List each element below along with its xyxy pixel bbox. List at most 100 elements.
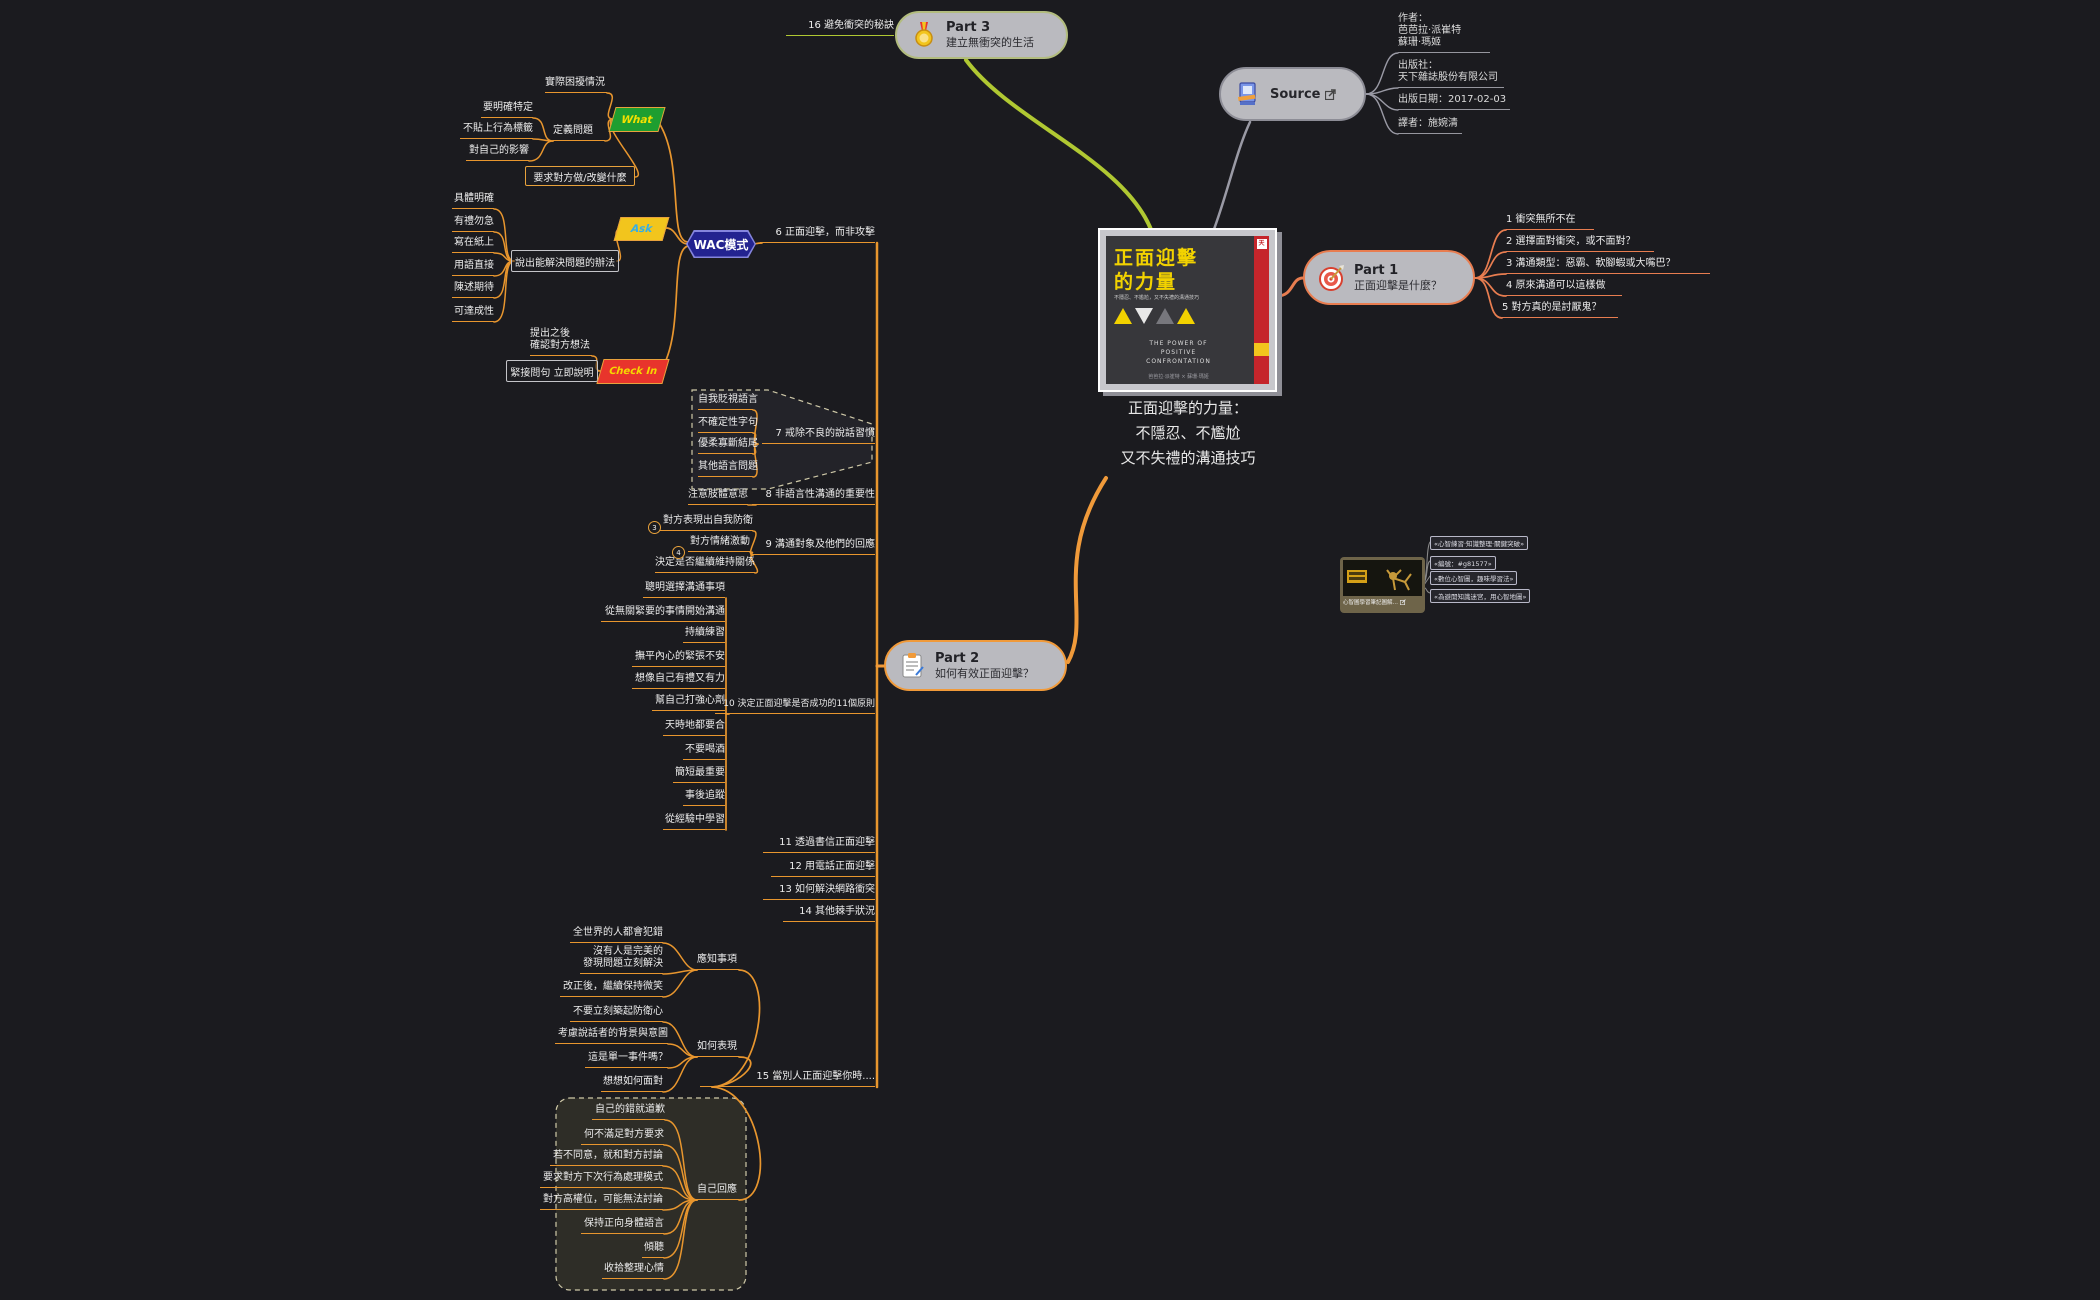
note-tag[interactable]: «編號：#g81577» <box>1430 556 1496 570</box>
wac-step-ask[interactable]: Ask <box>613 217 670 241</box>
map-node-c10[interactable]: 10 決定正面迎擊是否成功的11個原則 <box>715 698 875 714</box>
target-icon <box>1318 264 1346 292</box>
edge <box>1365 93 1399 111</box>
map-node-g8[interactable]: 收拾整理心情 <box>602 1263 664 1279</box>
map-node-c7[interactable]: 7 戒除不良的說話習慣 <box>762 428 875 444</box>
map-node-a6[interactable]: 可達成性 <box>452 306 494 322</box>
note-tag[interactable]: «為避開知識迷宮，用心智地圖» <box>1430 589 1531 603</box>
map-node-w22[interactable]: 不貼上行為標籤 <box>460 123 533 139</box>
map-node-k1[interactable]: 全世界的人都會犯錯 <box>570 927 663 943</box>
map-node-r3[interactable]: 決定是否繼續維持關係 <box>655 557 755 573</box>
map-node-p3c1[interactable]: 16 避免衝突的秘訣 <box>786 20 894 36</box>
map-node-k5[interactable]: 考慮說話者的背景與意圖 <box>555 1028 668 1044</box>
map-node-a3[interactable]: 寫在紙上 <box>452 237 494 253</box>
map-node-p1c5[interactable]: 5 對方真的是討厭鬼？ <box>1502 302 1618 318</box>
map-node-c14[interactable]: 14 其他棘手狀況 <box>783 906 875 922</box>
map-node-w2[interactable]: 定義問題 <box>553 125 605 141</box>
map-node-k2[interactable]: 沒有人是完美的 發現問題立刻解決 <box>580 946 663 974</box>
map-node-g1[interactable]: 自己的錯就道歉 <box>592 1104 665 1120</box>
map-node-g6[interactable]: 保持正向身體語言 <box>581 1218 664 1234</box>
map-node-src-author[interactable]: 作者： 芭芭拉·派崔特 蘇珊·瑪姬 <box>1398 13 1490 53</box>
map-node-g7[interactable]: 傾聽 <box>642 1242 664 1258</box>
map-node-t10[interactable]: 事後追蹤 <box>683 790 725 806</box>
map-node-g5[interactable]: 對方高權位，可能無法討論 <box>540 1194 663 1210</box>
map-node-c9[interactable]: 9 溝通對象及他們的回應 <box>752 539 875 555</box>
external-link-icon[interactable] <box>1325 88 1337 100</box>
map-node-ck2[interactable]: 緊接問句 立即說明 <box>506 360 598 382</box>
map-node-c12[interactable]: 12 用電話正面迎擊 <box>771 861 875 877</box>
map-node-g2[interactable]: 何不滿足對方要求 <box>581 1129 664 1145</box>
part3-label: Part 3 <box>946 20 991 35</box>
map-node-t9[interactable]: 簡短最重要 <box>673 767 725 783</box>
map-node-f3[interactable]: 優柔寡斷結尾 <box>698 438 758 454</box>
map-node-p1c3[interactable]: 3 溝通類型：惡霸、軟腳蝦或大嘴巴？ <box>1506 258 1710 274</box>
map-node-t6[interactable]: 幫自己打強心劑 <box>652 695 725 711</box>
map-node-k4[interactable]: 不要立刻築起防衛心 <box>570 1006 663 1022</box>
source-node[interactable]: Source <box>1219 67 1366 121</box>
map-node-a1[interactable]: 具體明確 <box>452 193 494 209</box>
wac-model-node[interactable]: WAC模式 <box>686 230 756 258</box>
map-node-t3[interactable]: 持續練習 <box>683 627 725 643</box>
map-node-t5[interactable]: 想像自己有禮又有力 <box>632 673 725 689</box>
map-node-t8[interactable]: 不要喝酒 <box>683 744 725 760</box>
map-node-t2[interactable]: 從無關緊要的事情開始溝通 <box>601 606 725 622</box>
note-tag[interactable]: «心智練習·知識整理·關鍵突破» <box>1430 536 1529 550</box>
map-node-g4[interactable]: 要求對方下次行為處理模式 <box>540 1172 663 1188</box>
map-node-f1[interactable]: 自我貶視語言 <box>698 394 758 410</box>
relation-marker-4[interactable]: 4 <box>672 546 685 559</box>
map-node-f2[interactable]: 不確定性字句 <box>698 417 758 433</box>
map-node-p1c2[interactable]: 2 選擇面對衝突，或不面對？ <box>1506 236 1654 252</box>
part1-subtitle: 正面迎擊是什麼？ <box>1354 278 1442 292</box>
map-node-t11[interactable]: 從經驗中學習 <box>663 814 725 830</box>
map-node-ck1[interactable]: 提出之後 確認對方想法 <box>530 328 592 356</box>
central-topic-title[interactable]: 正面迎擊的力量： 不隱忍、不尷尬 又不失禮的溝通技巧 <box>1120 399 1256 467</box>
relation-marker-3[interactable]: 3 <box>648 521 661 534</box>
map-node-a5[interactable]: 陳述期待 <box>452 282 494 298</box>
map-node-c6[interactable]: 6 正面迎擊，而非攻擊 <box>760 227 875 243</box>
map-node-k7[interactable]: 想想如何面對 <box>601 1076 663 1092</box>
map-node-src-pub[interactable]: 出版社： 天下雜誌股份有限公司 <box>1398 60 1504 88</box>
map-node-g3[interactable]: 若不同意，就和對方討論 <box>550 1150 663 1166</box>
map-node-w23[interactable]: 對自己的影響 <box>466 145 529 161</box>
edge <box>665 227 689 245</box>
book-card[interactable]: 正面迎擊 的力量 不隱忍、不尷尬，又不失禮的溝通技巧 THE POWER OF … <box>1098 228 1277 392</box>
map-node-w1[interactable]: 實際困擾情況 <box>545 77 607 93</box>
map-node-p1c1[interactable]: 1 衝突無所不在 <box>1506 214 1594 230</box>
note-thumbnail-card[interactable]: 心智圖學習筆記圖解… <box>1340 557 1425 613</box>
map-node-t4[interactable]: 撫平內心的緊張不安 <box>632 651 725 667</box>
part3-node[interactable]: Part 3 建立無衝突的生活 <box>895 11 1068 59</box>
source-label: Source <box>1270 86 1321 102</box>
map-node-k0[interactable]: 應知事項 <box>697 954 739 970</box>
map-node-r2[interactable]: 對方情緒激動 <box>688 536 750 552</box>
map-node-f4[interactable]: 其他語言問題 <box>698 461 758 477</box>
map-node-c15[interactable]: 15 當別人正面迎擊你時.... <box>700 1071 875 1087</box>
part1-node[interactable]: Part 1 正面迎擊是什麼？ <box>1303 250 1475 305</box>
map-node-w21[interactable]: 要明確特定 <box>481 102 533 118</box>
map-node-t7[interactable]: 天時地都要合 <box>663 720 725 736</box>
wac-step-what[interactable]: What <box>608 107 666 132</box>
map-node-n8a[interactable]: 注意肢體意思 <box>688 489 748 505</box>
map-node-c13[interactable]: 13 如何解決網路衝突 <box>763 884 875 900</box>
map-node-ask1[interactable]: 說出能解決問題的辦法 <box>511 250 619 272</box>
map-node-a2[interactable]: 有禮勿急 <box>452 216 494 232</box>
map-node-w3[interactable]: 要求對方做/改變什麼 <box>525 166 635 186</box>
cover-series-title: THE POWER OF POSITIVE CONFRONTATION <box>1146 340 1211 365</box>
wac-step-checkin[interactable]: Check In <box>596 359 670 384</box>
edge <box>1365 52 1399 95</box>
note-tag[interactable]: «數位心智圖，趣味學習法» <box>1430 571 1518 585</box>
map-node-c8[interactable]: 8 非語言性溝通的重要性 <box>752 489 875 505</box>
map-node-k6[interactable]: 這是單一事件嗎？ <box>585 1052 668 1068</box>
map-node-t1[interactable]: 聰明選擇溝通事項 <box>643 582 725 598</box>
map-node-k8[interactable]: 如何表現 <box>697 1041 739 1057</box>
map-node-src-trans[interactable]: 譯者：施婉清 <box>1398 118 1462 134</box>
map-node-k3[interactable]: 改正後，繼續保持微笑 <box>560 981 663 997</box>
map-node-p1c4[interactable]: 4 原來溝通可以這樣做 <box>1506 280 1622 296</box>
map-node-a4[interactable]: 用語直接 <box>452 260 494 276</box>
map-node-g0[interactable]: 自己回應 <box>697 1184 739 1200</box>
map-node-r1[interactable]: 對方表現出自我防衛 <box>660 515 753 531</box>
part2-node[interactable]: Part 2 如何有效正面迎擊？ <box>884 640 1067 691</box>
map-node-c11[interactable]: 11 透過書信正面迎擊 <box>763 837 875 853</box>
external-link-icon[interactable] <box>1400 599 1406 605</box>
map-node-src-date[interactable]: 出版日期：2017-02-03 <box>1398 94 1510 110</box>
